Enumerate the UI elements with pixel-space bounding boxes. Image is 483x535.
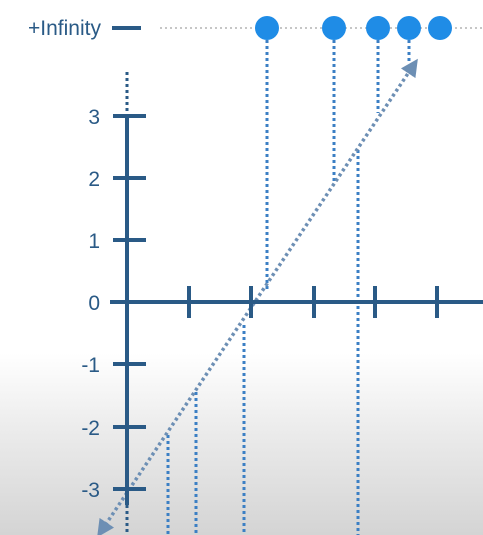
y-tick-label: -2 bbox=[81, 417, 100, 440]
y-tick-label: 0 bbox=[88, 292, 100, 315]
y-tick-label: -1 bbox=[81, 354, 100, 377]
mapping-lines bbox=[166, 28, 411, 535]
y-tick-label: 3 bbox=[88, 106, 100, 129]
x-ticks bbox=[187, 286, 439, 318]
infinity-label: +Infinity bbox=[28, 17, 101, 40]
infinity-dot bbox=[428, 16, 452, 40]
infinity-dot bbox=[366, 16, 390, 40]
infinity-dots bbox=[255, 16, 452, 40]
y-tick-label: -3 bbox=[81, 479, 100, 502]
diagonal-arrow bbox=[97, 58, 418, 535]
y-tick-label: 1 bbox=[88, 230, 100, 253]
y-ticks bbox=[113, 114, 146, 491]
infinity-dot bbox=[255, 16, 279, 40]
y-tick-label: 2 bbox=[88, 168, 100, 191]
infinity-dot bbox=[397, 16, 421, 40]
infinity-dot bbox=[322, 16, 346, 40]
